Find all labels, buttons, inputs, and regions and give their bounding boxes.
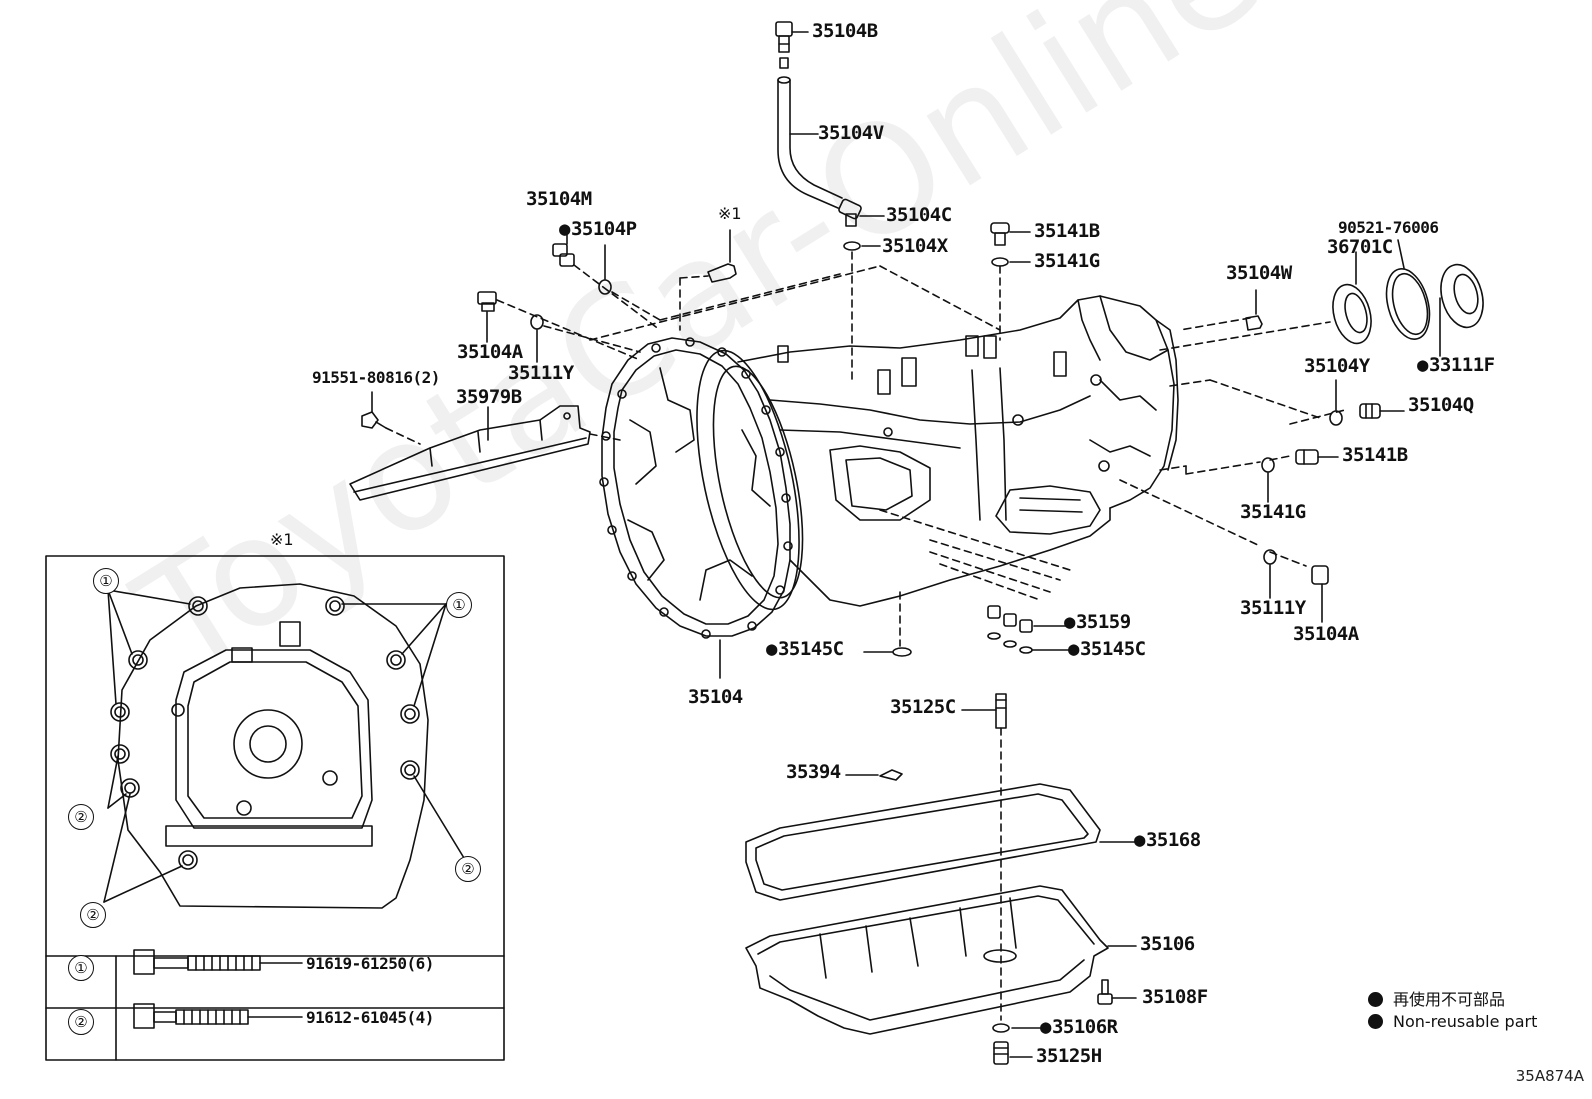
label-35394[interactable]: 35394: [786, 761, 841, 783]
plug-35104A-top: [477, 291, 497, 312]
label-35145C-left[interactable]: 35145C: [766, 640, 844, 659]
bolt-35108F: [1097, 979, 1137, 1005]
label-35104C[interactable]: 35104C: [886, 204, 952, 226]
label-35141G-right[interactable]: 35141G: [1240, 501, 1306, 523]
label-35108F[interactable]: 35108F: [1142, 986, 1208, 1008]
oil-seal-36701C: [1332, 251, 1372, 345]
label-36701C[interactable]: 36701C: [1327, 236, 1393, 258]
label-35104X[interactable]: 35104X: [882, 235, 948, 257]
label-35141B-right[interactable]: 35141B: [1342, 444, 1408, 466]
drain-plug-35125H: [993, 1041, 1033, 1065]
label-35106[interactable]: 35106: [1140, 933, 1195, 955]
callout-2-bottom: ②: [80, 902, 106, 928]
plug-35104A-right: [1311, 565, 1329, 623]
guide-lines: [589, 265, 1346, 647]
stud-35125C: [961, 693, 1007, 729]
label-91551[interactable]: 91551-80816(2): [312, 368, 440, 387]
legend-en-text: Non-reusable part: [1393, 1012, 1538, 1031]
legend-jp-text: 再使用不可部品: [1393, 990, 1506, 1009]
snap-ring-90521: [1385, 239, 1431, 340]
gasket-35168: [745, 783, 1137, 901]
gasket-35106R: [992, 1023, 1041, 1033]
label-35104P[interactable]: 35104P: [559, 220, 637, 239]
label-35111Y-top[interactable]: 35111Y: [508, 362, 574, 384]
label-35106R[interactable]: 35106R: [1040, 1018, 1118, 1037]
label-35125H[interactable]: 35125H: [1036, 1045, 1102, 1067]
oil-pan-35106: [745, 885, 1137, 1035]
plug-35104M: [552, 243, 575, 267]
bracket-35979B: [349, 405, 591, 501]
o-ring-35111Y-top: [530, 314, 544, 330]
inset-row-2-key: ②: [68, 1009, 94, 1035]
o-ring-35104X: [843, 241, 881, 251]
gasket-35145C-left: [863, 647, 912, 657]
plug-35141B-top: [990, 222, 1031, 246]
plug-35141B-right: [1295, 449, 1339, 465]
o-ring-35141G-top: [991, 257, 1031, 267]
legend-dot-icon: [1368, 992, 1383, 1007]
label-35111Y-right[interactable]: 35111Y: [1240, 597, 1306, 619]
pin-35104W: [1245, 289, 1263, 331]
label-35104V[interactable]: 35104V: [818, 122, 884, 144]
transmission-case-35104: [599, 295, 1179, 639]
label-35145C-right[interactable]: 35145C: [1068, 640, 1146, 659]
label-35104Y[interactable]: 35104Y: [1304, 355, 1370, 377]
o-ring-35141G-right: [1261, 457, 1275, 473]
oil-seal-33111F: [1439, 263, 1484, 357]
bolt-marker-x1: [707, 229, 737, 283]
inset-leader-lines: [103, 589, 465, 903]
o-ring-35111Y-right: [1263, 549, 1277, 565]
label-35159[interactable]: 35159: [1064, 613, 1131, 632]
callout-2-left: ②: [68, 804, 94, 830]
label-35104[interactable]: 35104: [688, 686, 743, 708]
o-ring-35104P: [598, 279, 612, 295]
inset-row-2-part[interactable]: 91612-61045(4): [306, 1008, 434, 1027]
legend-jp: 再使用不可部品: [1368, 986, 1505, 1010]
plugs-35159: [987, 605, 1071, 654]
label-90521[interactable]: 90521-76006: [1338, 218, 1439, 237]
inset-row-1-key: ①: [68, 955, 94, 981]
label-35104Q[interactable]: 35104Q: [1408, 394, 1474, 416]
magnet-35394: [845, 769, 903, 781]
callout-2-right: ②: [455, 856, 481, 882]
label-35104A-right[interactable]: 35104A: [1293, 623, 1359, 645]
label-35168[interactable]: 35168: [1134, 831, 1201, 850]
marker-x1-inset: ※1: [270, 530, 294, 549]
legend-dot-icon: [1368, 1014, 1383, 1029]
figure-code: 35A874A: [1515, 1067, 1584, 1085]
hose-fitting-35104C: [838, 198, 885, 227]
callout-1-right: ①: [446, 592, 472, 618]
inset-box: [45, 555, 505, 1061]
bolt-91551: [361, 411, 387, 429]
breather-hose-35104V: [777, 76, 843, 209]
label-35104A-top[interactable]: 35104A: [457, 341, 523, 363]
label-35125C[interactable]: 35125C: [890, 696, 956, 718]
o-ring-35104Y: [1329, 410, 1343, 426]
label-35104M[interactable]: 35104M: [526, 188, 592, 210]
plug-35104Q: [1359, 403, 1405, 419]
legend-en: Non-reusable part: [1368, 1012, 1537, 1031]
breather-plug-35104B: [775, 21, 793, 69]
marker-x1-main: ※1: [718, 204, 742, 223]
inset-bolt-drawings: [133, 949, 303, 1029]
label-33111F[interactable]: 33111F: [1417, 356, 1495, 375]
label-35141B-top[interactable]: 35141B: [1034, 220, 1100, 242]
inset-case-front-view: [117, 583, 429, 909]
label-35104W[interactable]: 35104W: [1226, 262, 1292, 284]
callout-1-left: ①: [93, 568, 119, 594]
label-35141G-top[interactable]: 35141G: [1034, 250, 1100, 272]
label-35979B[interactable]: 35979B: [456, 386, 522, 408]
label-35104B[interactable]: 35104B: [812, 20, 878, 42]
inset-row-1-part[interactable]: 91619-61250(6): [306, 954, 434, 973]
